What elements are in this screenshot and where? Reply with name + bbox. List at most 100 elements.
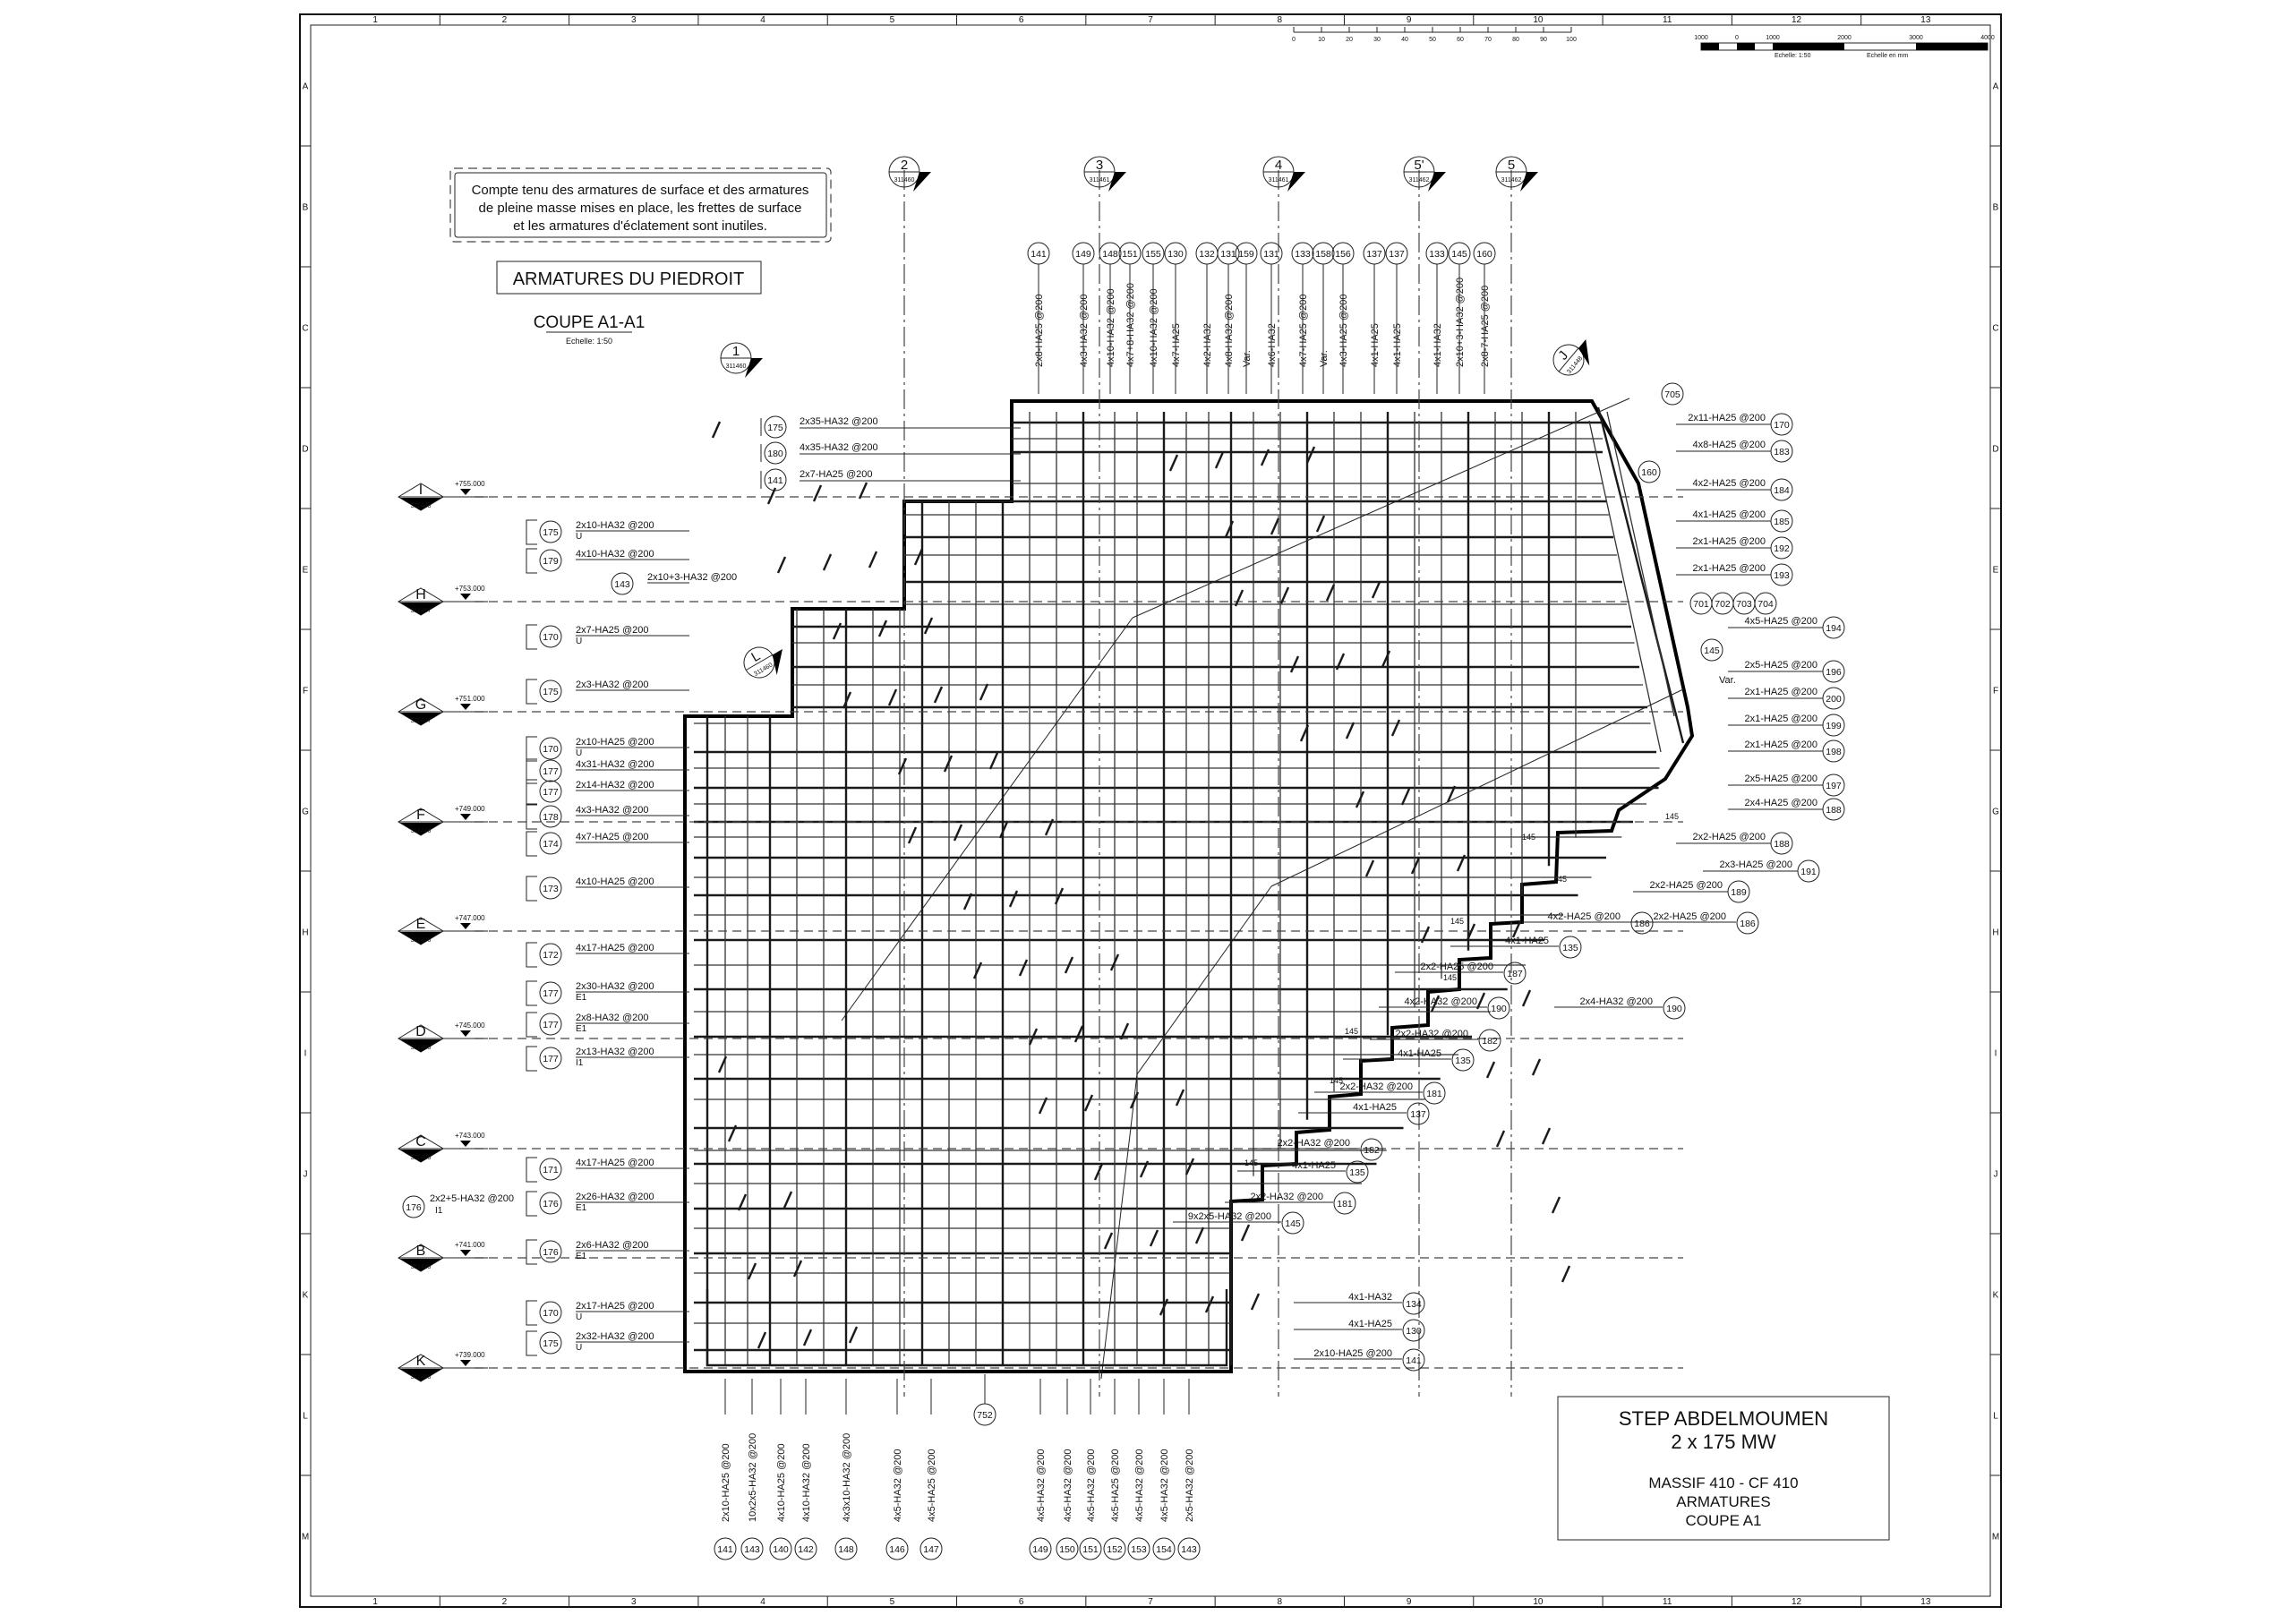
bottom-bar-mark: 148 <box>834 1537 858 1560</box>
bar-mark-number: 130 <box>1167 249 1184 260</box>
bar-mark-number: 172 <box>543 950 559 961</box>
bar-mark-number: 155 <box>1145 249 1161 260</box>
bar-mark-number: 705 <box>1664 389 1681 400</box>
step-bar-label: 2x2-HA32 @200 <box>1251 1192 1324 1202</box>
scale-tick: 40 <box>1401 37 1408 43</box>
drawing-title-group: ARMATURES DU PIEDROIT COUPE A1-A1 Echell… <box>496 261 762 346</box>
level-value: +741.000 <box>455 1241 485 1249</box>
left-top-bar-mark: 141 <box>764 468 787 491</box>
bar-mark-number: 703 <box>1736 599 1752 610</box>
bottom-bar-mark: 147 <box>919 1537 943 1560</box>
top-bar-mark: 160 <box>1473 242 1496 265</box>
grid-row-right: E <box>1993 566 1999 576</box>
left-bar-mark: 177 <box>539 759 562 782</box>
scale-tick: 80 <box>1512 37 1519 43</box>
grid-col-top: 5 <box>890 15 895 25</box>
bar-mark-number: 197 <box>1826 781 1842 791</box>
step-bar-mark: 190 <box>1487 996 1510 1020</box>
bottom-bar-mark: 149 <box>1029 1537 1052 1560</box>
top-bar-label: 4x3-HA25 @200 <box>1338 295 1349 368</box>
bar-mark-number: 152 <box>1107 1544 1123 1555</box>
bar-mark-number: 140 <box>773 1544 789 1555</box>
right-bar-label: 4x8-HA25 @200 <box>1693 440 1766 450</box>
left-bar-mark: 172 <box>539 943 562 966</box>
left-bar-mark: 174 <box>539 832 562 855</box>
bottom-bar-label: 10x2x5-HA32 @200 <box>748 1433 758 1522</box>
dimension-145: 145 <box>1345 1027 1358 1036</box>
bottom-bar-mark: 151 <box>1079 1537 1102 1560</box>
grid-col-top: 1 <box>372 15 378 25</box>
top-bar-mark: 158 <box>1312 242 1335 265</box>
top-bar-label: 2x10+3-HA32 @200 <box>1455 278 1466 367</box>
note-line-1: Compte tenu des armatures de surface et … <box>472 183 809 198</box>
bar-mark-number: 180 <box>767 449 783 459</box>
left-bar-label: 2x26-HA32 @200 <box>576 1192 654 1202</box>
left-bar-sublabel: I1 <box>576 1058 584 1068</box>
left-bar-mark: 179 <box>539 549 562 572</box>
bar-mark-number: 146 <box>889 1544 905 1555</box>
right-bar-mark: 183 <box>1770 440 1793 463</box>
bar-mark-number: 160 <box>1641 467 1657 478</box>
level-value: +743.000 <box>455 1132 485 1140</box>
left-bar-label: 2x7-HA25 @200 <box>576 625 649 636</box>
grid-row-right: F <box>1993 687 1998 697</box>
scale-tick-right: 1000 <box>1694 35 1708 41</box>
rebar-grid <box>475 170 1685 1397</box>
grid-row-left: M <box>302 1533 309 1543</box>
level-value: +755.000 <box>455 480 485 488</box>
left-bar-sublabel: U <box>576 532 582 542</box>
grid-col-top: 10 <box>1533 15 1544 25</box>
right-bar-label: 2x1-HA25 @200 <box>1693 536 1766 547</box>
axis-marker-id: 2 <box>901 158 908 173</box>
bar-mark-number: 192 <box>1774 543 1790 554</box>
bottom-bar-mark: 150 <box>1056 1537 1079 1560</box>
bar-mark-number: 704 <box>1757 599 1774 610</box>
bar-mark-number: 135 <box>1455 1056 1471 1066</box>
scale-tick: 10 <box>1318 37 1325 43</box>
bar-mark-number: 177 <box>543 988 559 999</box>
level-marker-id: F <box>416 808 425 823</box>
left-bar-mark: 177 <box>539 1047 562 1070</box>
bar-mark-number: 182 <box>1482 1036 1498 1047</box>
left-bar-mark: 176 <box>539 1240 562 1263</box>
bar-mark-number: 175 <box>543 1338 559 1349</box>
level-value: +745.000 <box>455 1021 485 1030</box>
left-bar-label: 2x8-HA32 @200 <box>576 1013 649 1023</box>
right-bar-label: 2x1-HA25 @200 <box>1745 739 1818 750</box>
grid-row-left: I <box>304 1049 307 1059</box>
drawing-title: ARMATURES DU PIEDROIT <box>513 269 745 289</box>
level-value: +751.000 <box>455 695 485 703</box>
left-top-bar-label: 2x7-HA25 @200 <box>800 469 873 480</box>
left-bar-mark: 177 <box>539 780 562 803</box>
axis-marker-id: J <box>1555 348 1571 363</box>
level-marker-id: K <box>416 1354 426 1369</box>
grid-col-top: 7 <box>1148 15 1153 25</box>
top-bar-mark: 155 <box>1142 242 1165 265</box>
level-marker-ref: 311445 <box>411 1155 432 1161</box>
step-bar-mark: 135 <box>1346 1160 1369 1184</box>
grid-row-right: M <box>1992 1533 1999 1543</box>
scale-tick: 0 <box>1292 37 1296 43</box>
dimension-145: 145 <box>1665 812 1679 821</box>
right-bar-label: 2x1-HA25 @200 <box>1745 714 1818 724</box>
bar-mark-number: 701 <box>1693 599 1709 610</box>
bar-mark-number: 141 <box>767 475 783 486</box>
left-bar-label: 2x30-HA32 @200 <box>576 981 654 992</box>
bar-mark-number: 135 <box>1562 943 1578 953</box>
top-bar-mark: 132 <box>1195 242 1219 265</box>
scale-tick-right: 3000 <box>1909 35 1923 41</box>
step-bar-label: 4x1-HA25 <box>1398 1048 1441 1059</box>
bar-mark-number: 143 <box>1181 1544 1197 1555</box>
left-top-bar-mark: 175 <box>764 415 787 439</box>
left-bar-mark: 170 <box>539 1301 562 1324</box>
right-bar-mark: 188 <box>1770 832 1793 855</box>
grid-row-left: J <box>304 1170 308 1180</box>
step-bar-mark: 186 <box>1630 911 1654 935</box>
bar-mark-number: 190 <box>1666 1004 1682 1014</box>
